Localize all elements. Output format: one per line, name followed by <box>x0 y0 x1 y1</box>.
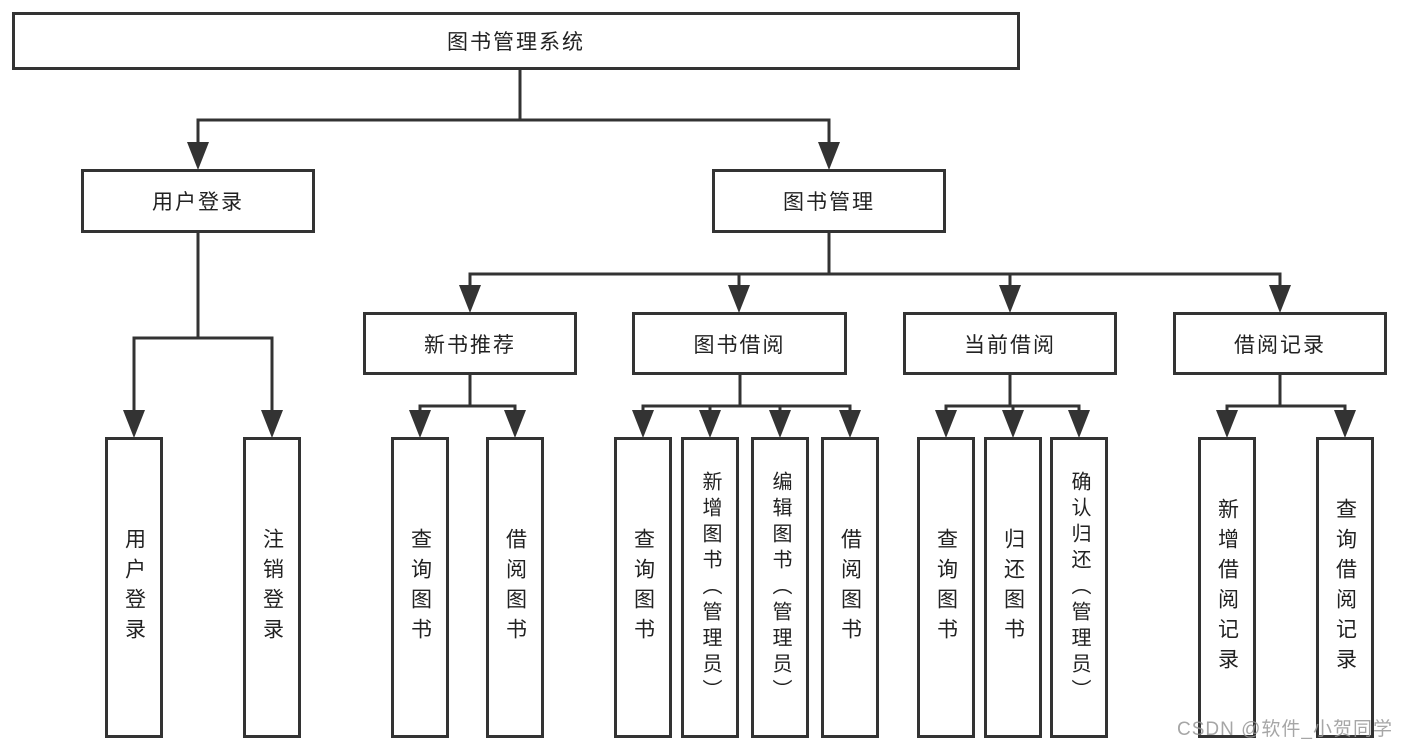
leaf-borrow-borrow-book: 借阅图书 <box>821 437 879 738</box>
arrowhead-icon <box>1334 410 1356 438</box>
leaf-borrow-add-book-admin-label: 新增图书（管理员） <box>699 470 721 705</box>
arrowhead-icon <box>1068 410 1090 438</box>
arrowhead-icon <box>839 410 861 438</box>
leaf-borrow-query-book: 查询图书 <box>614 437 672 738</box>
leaf-current-confirm-return-admin-label: 确认归还（管理员） <box>1068 470 1090 705</box>
node-book-borrow-label: 图书借阅 <box>693 333 786 357</box>
node-current-borrow: 当前借阅 <box>903 312 1117 375</box>
leaf-user-login-label: 用户登录 <box>122 527 146 648</box>
leaf-newbook-query-book: 查询图书 <box>391 437 449 738</box>
leaf-current-query-book: 查询图书 <box>917 437 975 738</box>
leaf-user-login: 用户登录 <box>105 437 163 738</box>
leaf-newbook-borrow-book-label: 借阅图书 <box>503 527 527 648</box>
leaf-record-query-record: 查询借阅记录 <box>1316 437 1374 738</box>
leaf-current-return-book: 归还图书 <box>984 437 1042 738</box>
leaf-newbook-query-book-label: 查询图书 <box>408 527 432 648</box>
arrowhead-icon <box>187 142 209 170</box>
arrowhead-icon <box>409 410 431 438</box>
arrowhead-icon <box>459 285 481 313</box>
node-root-label: 图书管理系统 <box>447 31 585 54</box>
node-book-management-label: 图书管理 <box>783 191 875 214</box>
leaf-borrow-borrow-book-label: 借阅图书 <box>838 527 862 648</box>
leaf-record-add-record-label: 新增借阅记录 <box>1215 497 1239 678</box>
arrowhead-icon <box>1216 410 1238 438</box>
node-current-borrow-label: 当前借阅 <box>964 333 1056 357</box>
arrowhead-icon <box>1002 410 1024 438</box>
leaf-logout-label: 注销登录 <box>260 527 284 648</box>
leaf-newbook-borrow-book: 借阅图书 <box>486 437 544 738</box>
leaf-borrow-query-book-label: 查询图书 <box>631 527 655 648</box>
leaf-borrow-edit-book-admin-label: 编辑图书（管理员） <box>769 470 791 705</box>
node-book-borrow: 图书借阅 <box>632 312 847 375</box>
arrowhead-icon <box>261 410 283 438</box>
arrowheads <box>123 142 1356 438</box>
node-user-login: 用户登录 <box>81 169 315 233</box>
arrowhead-icon <box>935 410 957 438</box>
arrowhead-icon <box>632 410 654 438</box>
node-borrow-records-label: 借阅记录 <box>1234 333 1326 357</box>
leaf-current-confirm-return-admin: 确认归还（管理员） <box>1050 437 1108 738</box>
arrowhead-icon <box>818 142 840 170</box>
arrowhead-icon <box>1269 285 1291 313</box>
arrowhead-icon <box>769 410 791 438</box>
node-new-book-recommend-label: 新书推荐 <box>424 333 516 357</box>
node-new-book-recommend: 新书推荐 <box>363 312 577 375</box>
node-book-management: 图书管理 <box>712 169 946 233</box>
leaf-current-return-book-label: 归还图书 <box>1001 527 1025 648</box>
leaf-borrow-add-book-admin: 新增图书（管理员） <box>681 437 739 738</box>
leaf-record-add-record: 新增借阅记录 <box>1198 437 1256 738</box>
arrowhead-icon <box>699 410 721 438</box>
arrowhead-icon <box>999 285 1021 313</box>
leaf-logout: 注销登录 <box>243 437 301 738</box>
leaf-record-query-record-label: 查询借阅记录 <box>1333 497 1357 678</box>
node-borrow-records: 借阅记录 <box>1173 312 1387 375</box>
arrowhead-icon <box>728 285 750 313</box>
arrowhead-icon <box>504 410 526 438</box>
leaf-borrow-edit-book-admin: 编辑图书（管理员） <box>751 437 809 738</box>
arrowhead-icon <box>123 410 145 438</box>
leaf-current-query-book-label: 查询图书 <box>934 527 958 648</box>
node-user-login-label: 用户登录 <box>152 191 244 214</box>
csdn-watermark: CSDN @软件_小贺同学 <box>1177 719 1393 740</box>
node-root: 图书管理系统 <box>12 12 1020 70</box>
